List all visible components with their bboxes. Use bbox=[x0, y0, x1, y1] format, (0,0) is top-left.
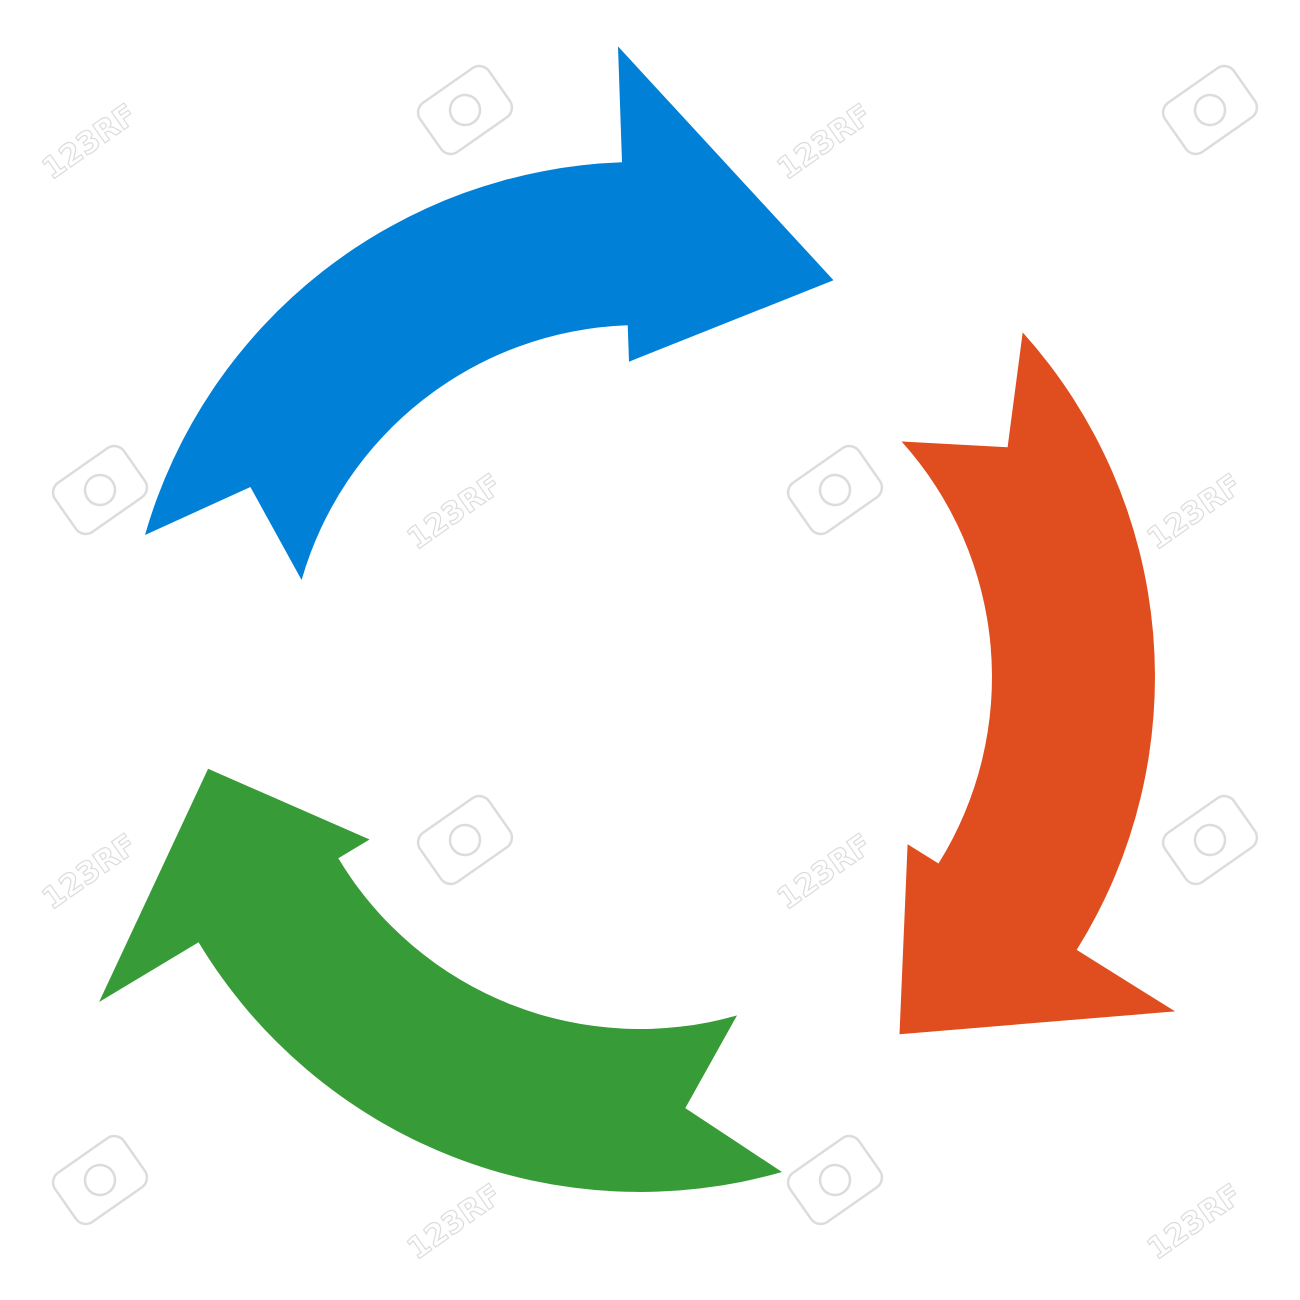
watermark-stamp-icon bbox=[416, 64, 514, 156]
watermark-text: 123RF bbox=[771, 827, 878, 917]
watermark-stamp-icon bbox=[1161, 794, 1259, 886]
green-arrow-icon bbox=[99, 768, 783, 1192]
orange-arrow-icon bbox=[899, 332, 1176, 1035]
blue-arrow-icon bbox=[145, 46, 834, 580]
watermark-text: 123RF bbox=[36, 827, 143, 917]
watermark-stamp-icon bbox=[786, 444, 884, 536]
arrow-layer bbox=[99, 46, 1176, 1192]
watermark-text: 123RF bbox=[771, 97, 878, 187]
watermark-stamp-icon bbox=[786, 1134, 884, 1226]
watermark-stamp-icon bbox=[51, 1134, 149, 1226]
watermark-text: 123RF bbox=[1141, 1177, 1248, 1267]
watermark-text: 123RF bbox=[1141, 467, 1248, 557]
watermark-text: 123RF bbox=[36, 97, 143, 187]
watermark-stamp-icon bbox=[416, 794, 514, 886]
watermark-text: 123RF bbox=[401, 1177, 508, 1267]
watermark-stamp-icon bbox=[1161, 64, 1259, 156]
watermark-text: 123RF bbox=[401, 467, 508, 557]
watermark-stamp-icon bbox=[51, 444, 149, 536]
